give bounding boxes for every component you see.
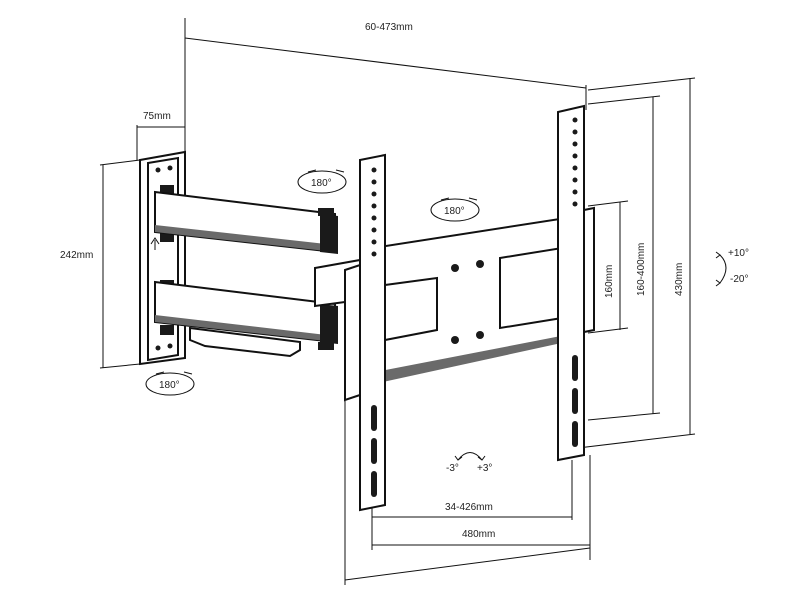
- swivel-arm-mid-arrow-icon: [440, 197, 478, 201]
- width-label: 480mm: [462, 529, 495, 540]
- depth-label: 60-473mm: [365, 22, 413, 33]
- level-plus-label: +3°: [477, 463, 492, 474]
- left-rail-holes: [371, 167, 377, 497]
- level-minus-label: -3°: [446, 463, 459, 474]
- rotation-symbols: [145, 169, 727, 461]
- wall-plate-bolt: [160, 185, 174, 195]
- left-rail-flange: [344, 263, 361, 402]
- depth-dimension-line: [184, 37, 587, 89]
- swivel-wall-ellipse: [145, 372, 195, 396]
- vesa-range-label: 160-400mm: [636, 243, 647, 296]
- vesa-inner-extension-bottom: [587, 327, 629, 334]
- wall-plate-bolt: [160, 232, 174, 242]
- tilt-up-label: +10°: [728, 248, 749, 259]
- pivot-bolt: [318, 342, 334, 350]
- wall-plate-hole: [167, 165, 173, 171]
- swivel-wall-arrow-icon: [155, 371, 193, 375]
- plate-width-label: 75mm: [143, 111, 171, 122]
- vesa-range-extension-top: [587, 95, 661, 105]
- swivel-arm-top-label: 180°: [311, 178, 332, 189]
- right-vertical-rail: [557, 104, 585, 462]
- height-label: 430mm: [674, 263, 685, 296]
- swivel-wall-label: 180°: [159, 380, 180, 391]
- width-dimension-line: [344, 547, 591, 581]
- level-arrow-icon: [457, 452, 483, 461]
- lower-arm-end: [320, 304, 338, 344]
- wall-plate-hole: [167, 343, 173, 349]
- crossbar-hole: [476, 331, 484, 339]
- crossbar-window-left: [384, 276, 438, 342]
- plate-height-label: 242mm: [60, 250, 93, 261]
- wall-plate-hole: [155, 167, 161, 173]
- upper-arm-shadow: [155, 225, 335, 252]
- tilt-down-label: -20°: [730, 274, 748, 285]
- vesa-inner-extension-top: [587, 200, 629, 207]
- swivel-arm-top-ellipse: [297, 170, 347, 194]
- tv-bracket: [344, 104, 595, 512]
- height-extension-bottom: [577, 433, 696, 449]
- labels: 60-473mm 75mm 242mm 160mm 160-400mm 430m…: [60, 22, 749, 540]
- vesa-inner-label: 160mm: [604, 265, 615, 298]
- dimension-lines: [99, 18, 696, 585]
- right-rail-flange: [583, 206, 595, 334]
- vesa-range-extension-bottom: [587, 412, 661, 421]
- upper-arm-end: [320, 214, 338, 254]
- up-arrow-icon: [150, 237, 160, 250]
- tilt-arrowheads-icon: [715, 251, 721, 287]
- swivel-arm-mid-label: 180°: [444, 206, 465, 217]
- crossbar-window-right: [499, 246, 563, 330]
- pivot-bolt: [318, 208, 334, 216]
- crossbar-hole: [476, 260, 484, 268]
- crossbar-hole: [451, 336, 459, 344]
- tilt-arrow-icon: [719, 254, 727, 284]
- wall-plate-bolt: [160, 325, 174, 335]
- right-rail-holes: [572, 117, 578, 447]
- lower-arm-shadow: [155, 315, 335, 342]
- level-arrowheads-icon: [454, 455, 486, 461]
- crossbar-hole: [451, 264, 459, 272]
- arm-support-bracket: [189, 326, 301, 358]
- swivel-arm-mid-ellipse: [430, 198, 480, 222]
- vesa-horizontal-label: 34-426mm: [445, 502, 493, 513]
- crossbar-bottom-edge: [360, 335, 566, 387]
- wall-plate: [139, 150, 186, 366]
- plate-height-extension-bottom: [99, 363, 141, 369]
- plate-height-extension-top: [99, 159, 141, 166]
- swivel-arm-top-arrow-icon: [307, 169, 345, 173]
- wall-plate-hole: [155, 345, 161, 351]
- height-extension-top: [587, 77, 696, 91]
